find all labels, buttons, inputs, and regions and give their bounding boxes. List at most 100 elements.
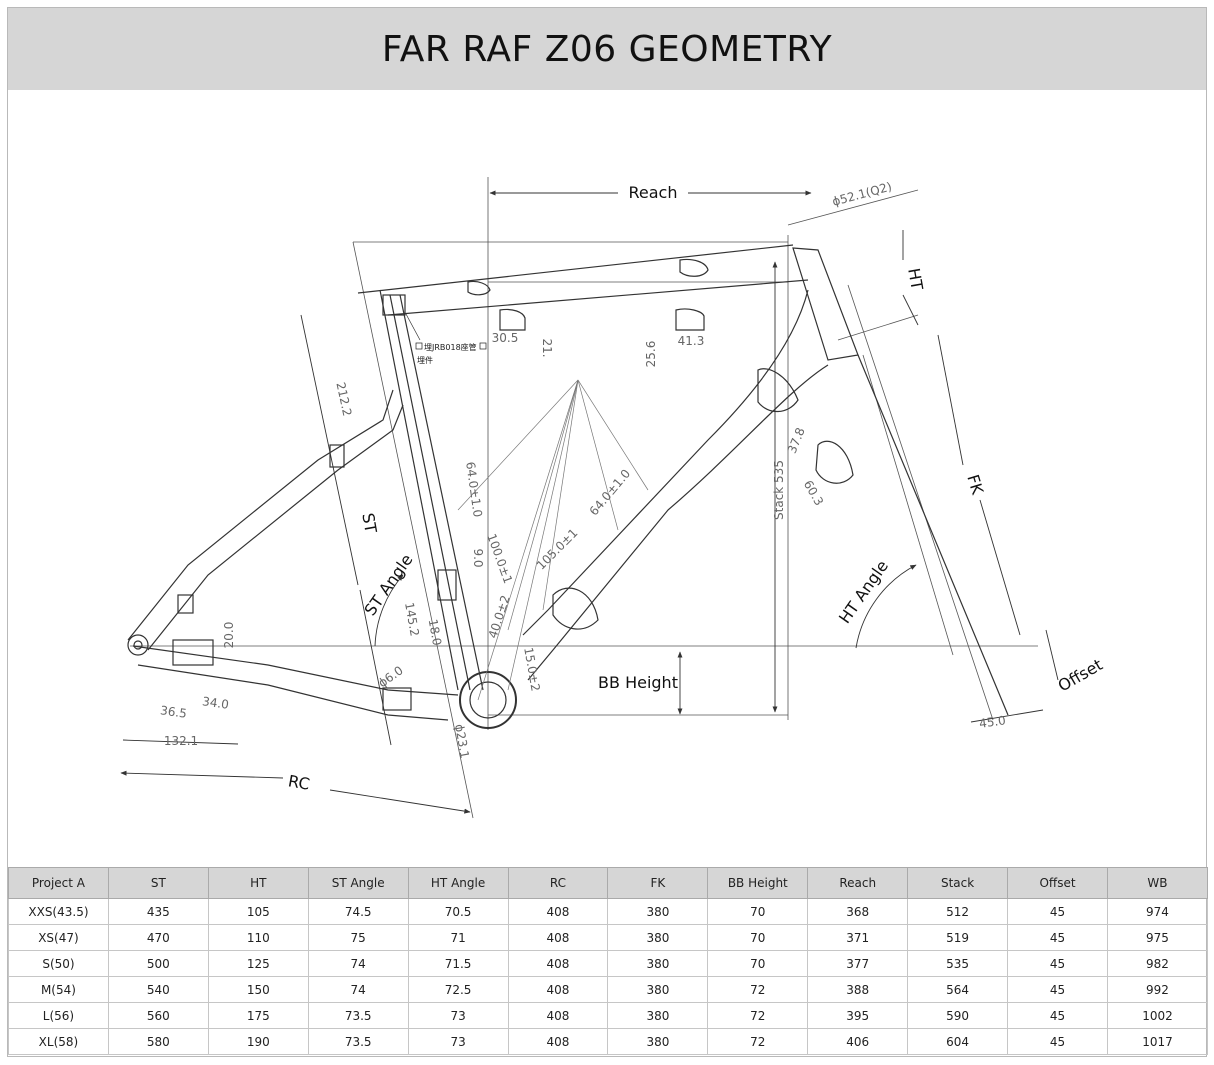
table-cell: 125 bbox=[207, 950, 309, 977]
table-header: ST Angle bbox=[307, 867, 409, 899]
table-cell: 377 bbox=[807, 950, 909, 977]
table-cell: 408 bbox=[507, 898, 609, 925]
fk-label: FK bbox=[963, 472, 987, 497]
table-cell: 45 bbox=[1007, 898, 1108, 925]
dim-23-1: ϕ23.1 bbox=[452, 723, 472, 760]
dim-45-0: 45.0 bbox=[978, 713, 1006, 731]
table-cell: 408 bbox=[507, 976, 609, 1003]
table-cell: 73.5 bbox=[307, 1002, 409, 1029]
table-cell: 560 bbox=[107, 1002, 209, 1029]
table-cell: 408 bbox=[507, 950, 609, 977]
table-cell: 72 bbox=[707, 1028, 809, 1055]
table-cell: 190 bbox=[207, 1028, 309, 1055]
table-cell: 110 bbox=[207, 924, 309, 951]
table-cell: 564 bbox=[907, 976, 1009, 1003]
table-header: BB Height bbox=[707, 867, 809, 899]
dim-64-0: 64.0±1.0 bbox=[463, 461, 485, 518]
table-cell: 395 bbox=[807, 1002, 909, 1029]
table-cell: 380 bbox=[607, 976, 709, 1003]
geometry-diagram: Reach BB Height HT FK ST ST Angle HT Ang… bbox=[8, 90, 1208, 865]
dim-41-3: 41.3 bbox=[678, 334, 705, 348]
dim-6-0: ϕ6.0 bbox=[376, 663, 406, 690]
table-cell: 975 bbox=[1106, 924, 1209, 951]
st-label: ST bbox=[358, 512, 380, 535]
table-header: WB bbox=[1106, 867, 1209, 899]
size-cell: L(56) bbox=[8, 1002, 109, 1029]
table-cell: 974 bbox=[1106, 898, 1209, 925]
table-cell: 45 bbox=[1007, 1028, 1108, 1055]
size-cell: XS(47) bbox=[8, 924, 109, 951]
table-cell: 604 bbox=[907, 1028, 1009, 1055]
size-cell: M(54) bbox=[8, 976, 109, 1003]
construction-lines bbox=[130, 177, 1038, 819]
table-cell: 45 bbox=[1007, 950, 1108, 977]
table-cell: 74 bbox=[307, 950, 409, 977]
dim-145-2: 145.2 bbox=[402, 601, 422, 637]
table-cell: 406 bbox=[807, 1028, 909, 1055]
dim-20-0: 20.0 bbox=[222, 622, 236, 649]
dim-34-0: 34.0 bbox=[201, 694, 229, 712]
dim-15-0: 15.0±2 bbox=[521, 646, 543, 692]
table-cell: 408 bbox=[507, 924, 609, 951]
offset-label: Offset bbox=[1055, 655, 1106, 695]
table-header: Reach bbox=[807, 867, 909, 899]
table-cell: 175 bbox=[207, 1002, 309, 1029]
table-cell: 380 bbox=[607, 898, 709, 925]
table-cell: 512 bbox=[907, 898, 1009, 925]
table-cell: 74.5 bbox=[307, 898, 409, 925]
frame-drawing: Reach BB Height HT FK ST ST Angle HT Ang… bbox=[120, 177, 1106, 819]
reach-label: Reach bbox=[629, 183, 678, 202]
table-cell: 371 bbox=[807, 924, 909, 951]
table-cell: 72 bbox=[707, 976, 809, 1003]
stack-label: Stack 535 bbox=[772, 460, 786, 520]
angle-rays bbox=[457, 379, 649, 701]
table-cell: 388 bbox=[807, 976, 909, 1003]
table-cell: 73 bbox=[407, 1002, 509, 1029]
table-cell: 74 bbox=[307, 976, 409, 1003]
table-cell: 408 bbox=[507, 1002, 609, 1029]
dim-132-1: 132.1 bbox=[164, 734, 198, 748]
table-cell: 380 bbox=[607, 950, 709, 977]
table-cell: 380 bbox=[607, 924, 709, 951]
table-cell: 105 bbox=[207, 898, 309, 925]
table-cell: 45 bbox=[1007, 1002, 1108, 1029]
table-cell: 70.5 bbox=[407, 898, 509, 925]
table-cell: 380 bbox=[607, 1002, 709, 1029]
dim-25-6: 25.6 bbox=[644, 341, 658, 368]
table-cell: 982 bbox=[1106, 950, 1209, 977]
table-cell: 71 bbox=[407, 924, 509, 951]
rc-label: RC bbox=[287, 771, 311, 793]
dim-105-0: 105.0±1 bbox=[534, 526, 581, 573]
dim-212-2: 212.2 bbox=[333, 381, 354, 418]
size-cell: XL(58) bbox=[8, 1028, 109, 1055]
dim-head-tube-diameter: ϕ52.1(Q2) bbox=[831, 179, 894, 208]
table-cell: 535 bbox=[907, 950, 1009, 977]
table-cell: 71.5 bbox=[407, 950, 509, 977]
table-cell: 500 bbox=[107, 950, 209, 977]
table-header: Project A bbox=[8, 867, 109, 899]
title-bar: FAR RAF Z06 GEOMETRY bbox=[8, 8, 1206, 90]
dim-40-0: 40.0±2 bbox=[486, 593, 513, 640]
table-cell: 45 bbox=[1007, 976, 1108, 1003]
dim-9-0: 9.0 bbox=[471, 548, 485, 567]
dim-64-0-b: 64.0±1.0 bbox=[587, 467, 634, 519]
table-cell: 73.5 bbox=[307, 1028, 409, 1055]
table-cell: 1002 bbox=[1106, 1002, 1209, 1029]
table-cell: 590 bbox=[907, 1002, 1009, 1029]
table-header: ST bbox=[107, 867, 209, 899]
dim-21: 21. bbox=[540, 338, 554, 357]
table-cell: 75 bbox=[307, 924, 409, 951]
frame-tubes bbox=[127, 244, 1009, 729]
table-cell: 70 bbox=[707, 950, 809, 977]
table-cell: 435 bbox=[107, 898, 209, 925]
table-header: Stack bbox=[907, 867, 1009, 899]
table-cell: 72 bbox=[707, 1002, 809, 1029]
page: FAR RAF Z06 GEOMETRY bbox=[7, 7, 1209, 1057]
table-cell: 368 bbox=[807, 898, 909, 925]
note-checkbox-icon-end bbox=[479, 342, 487, 350]
table-cell: 470 bbox=[107, 924, 209, 951]
ht-label: HT bbox=[904, 267, 927, 292]
table-cell: 992 bbox=[1106, 976, 1209, 1003]
